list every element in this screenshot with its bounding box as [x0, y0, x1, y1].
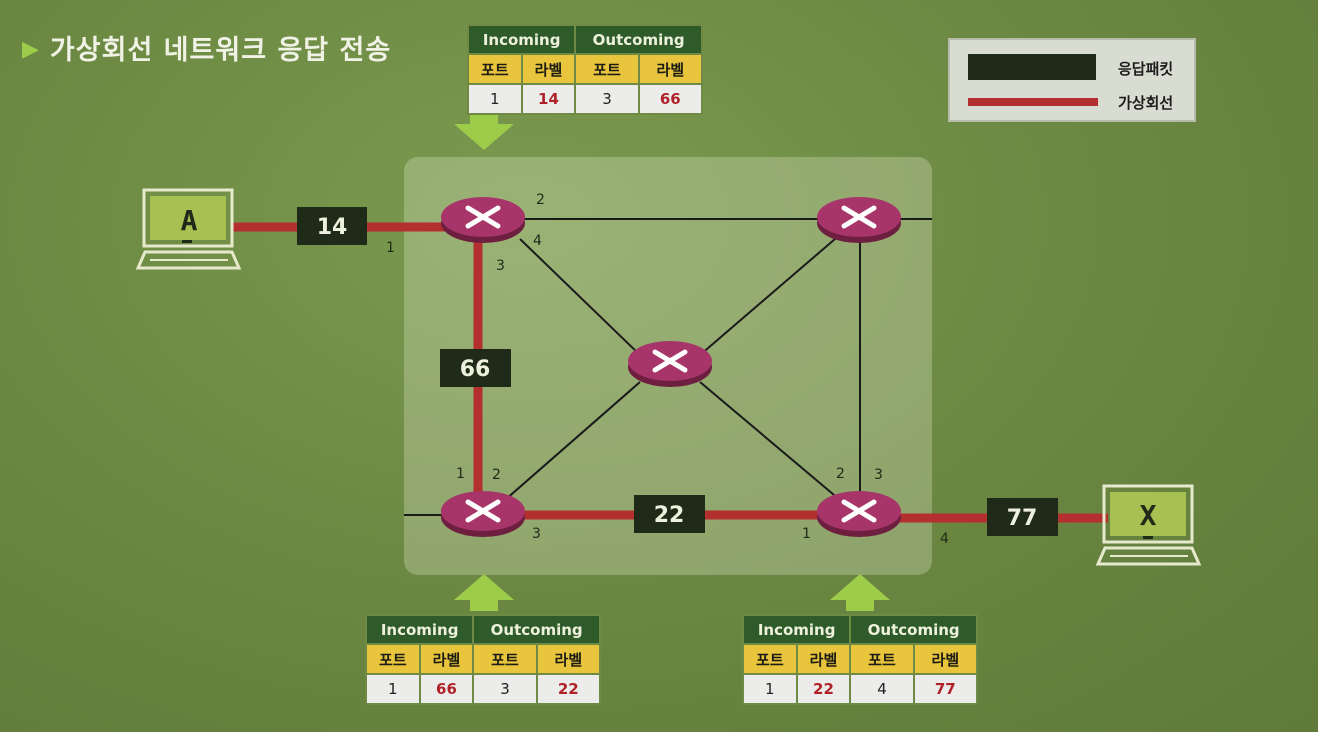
- legend-vc-label: 가상회선: [1118, 94, 1174, 112]
- svg-text:66: 66: [460, 357, 491, 382]
- host-x-label: X: [1140, 499, 1157, 532]
- port-header: 포트: [849, 643, 915, 675]
- arrow-up-icon: [454, 574, 514, 611]
- in-port-cell: 1: [742, 673, 798, 705]
- out-port-cell: 3: [574, 83, 640, 115]
- link-r1-r5: [519, 238, 641, 356]
- incoming-header: Incoming: [741, 614, 852, 645]
- port-header: 포트: [574, 53, 640, 85]
- port-label: 1: [386, 240, 395, 256]
- port-header: 포트: [472, 643, 538, 675]
- packet-22: 22: [634, 495, 705, 533]
- outcoming-header: Outcoming: [472, 614, 601, 645]
- port-label: 2: [836, 466, 845, 482]
- laptop-x-icon: [1095, 484, 1202, 566]
- port-header: 포트: [467, 53, 523, 85]
- host-a-label: A: [181, 204, 198, 237]
- title-text: 가상회선 네트워크 응답 전송: [49, 35, 392, 66]
- label-header: 라벨: [535, 643, 602, 675]
- legend: 응답패킷 가상회선: [948, 38, 1196, 122]
- out-label-cell: 77: [912, 673, 979, 705]
- port-numbers: 1 2 3 4 1 2 3 1 2 3 4: [386, 192, 949, 547]
- out-port-cell: 4: [849, 673, 915, 705]
- routing-table-bottom-right: Incoming Outcoming 포트 라벨 포트 라벨 1 22 4 77: [741, 614, 979, 705]
- port-label: 2: [492, 467, 501, 483]
- legend-vc-swatch: [968, 98, 1098, 106]
- port-label: 2: [536, 192, 545, 208]
- label-header: 라벨: [418, 643, 475, 675]
- link-r5-r4: [699, 381, 841, 501]
- port-label: 4: [940, 531, 949, 547]
- link-r2-r5: [699, 238, 836, 356]
- router-center: [628, 341, 712, 387]
- port-label: 3: [874, 467, 883, 483]
- legend-packet-label: 응답패킷: [1118, 60, 1174, 78]
- router-bottom-right: [817, 491, 901, 537]
- router-top-right: [817, 197, 901, 243]
- in-label-cell: 66: [418, 673, 475, 705]
- out-port-cell: 3: [472, 673, 538, 705]
- svg-text:22: 22: [654, 503, 685, 528]
- in-port-cell: 1: [365, 673, 421, 705]
- routing-table-bottom-left: Incoming Outcoming 포트 라벨 포트 라벨 1 66 3 22: [364, 614, 602, 705]
- link-r5-r3: [504, 381, 641, 501]
- label-header: 라벨: [912, 643, 979, 675]
- arrow-up-icon: [830, 574, 890, 611]
- port-header: 포트: [365, 643, 421, 675]
- in-port-cell: 1: [467, 83, 523, 115]
- play-triangle-icon: ▶: [22, 37, 40, 62]
- laptop-a-icon: [135, 188, 242, 270]
- out-label-cell: 22: [535, 673, 602, 705]
- port-label: 1: [456, 466, 465, 482]
- arrow-down-icon: [454, 113, 514, 150]
- incoming-header: Incoming: [364, 614, 475, 645]
- port-label: 4: [533, 233, 542, 249]
- packet-77: 77: [987, 498, 1058, 536]
- outcoming-header: Outcoming: [574, 24, 703, 55]
- port-label: 3: [532, 526, 541, 542]
- svg-text:14: 14: [317, 215, 348, 240]
- port-label: 1: [802, 526, 811, 542]
- slide-title: ▶ 가상회선 네트워크 응답 전송: [22, 28, 391, 67]
- label-header: 라벨: [637, 53, 704, 85]
- packet-66: 66: [440, 349, 511, 387]
- in-label-cell: 22: [795, 673, 852, 705]
- legend-packet-swatch: [968, 54, 1096, 80]
- out-label-cell: 66: [637, 83, 704, 115]
- in-label-cell: 14: [520, 83, 577, 115]
- label-header: 라벨: [520, 53, 577, 85]
- outcoming-header: Outcoming: [849, 614, 978, 645]
- port-header: 포트: [742, 643, 798, 675]
- router-bottom-left: [441, 491, 525, 537]
- packet-14: 14: [297, 207, 367, 245]
- routing-table-top: Incoming Outcoming 포트 라벨 포트 라벨 1 14 3 66: [466, 24, 704, 115]
- svg-text:77: 77: [1007, 506, 1038, 531]
- incoming-header: Incoming: [466, 24, 577, 55]
- label-header: 라벨: [795, 643, 852, 675]
- port-label: 3: [496, 258, 505, 274]
- router-top-left: [441, 197, 525, 243]
